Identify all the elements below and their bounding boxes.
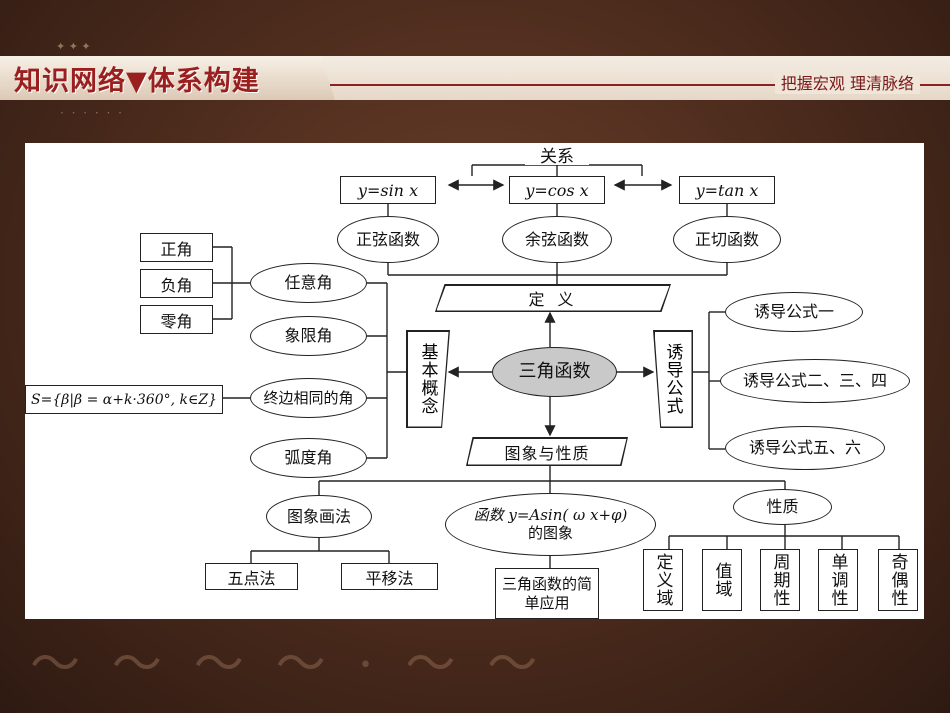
- coterminal-formula-box: S={β|β = α+k·360°, k∈Z}: [25, 385, 223, 414]
- diagram-panel: 关系 y=sin x y=cos x y=tan x 正弦函数 余弦函数 正切函…: [25, 143, 924, 619]
- simple-application-box: 三角函数的简单应用: [495, 568, 599, 619]
- coterminal-angle-ellipse: 终边相同的角: [250, 378, 367, 418]
- property-period-box: 周期性: [760, 549, 800, 611]
- graph-properties-box: 图象与性质: [466, 437, 628, 466]
- induction-formulas-box: 诱导公式: [653, 330, 693, 428]
- properties-ellipse: 性质: [733, 489, 832, 525]
- basic-concepts-box: 基本概念: [406, 330, 450, 428]
- definition-label: 定 义: [528, 290, 578, 309]
- page-title: 知识网络▼体系构建: [0, 56, 335, 100]
- tangent-function-ellipse: 正切函数: [673, 216, 781, 263]
- decoration-calligraphy: 〜 〜 〜 〜 · 〜 〜: [30, 635, 546, 693]
- relation-label: 关系: [525, 143, 589, 167]
- induction-formula-2-4: 诱导公式二、三、四: [720, 359, 910, 403]
- definition-box: 定 义: [435, 284, 671, 312]
- translation-method-box: 平移法: [341, 563, 438, 590]
- five-point-method-box: 五点法: [205, 563, 298, 590]
- function-box-tan: y=tan x: [679, 176, 775, 204]
- basic-concepts-label: 基本概念: [417, 343, 438, 415]
- property-monotonicity-box: 单调性: [818, 549, 858, 611]
- positive-angle-box: 正角: [140, 233, 213, 262]
- quadrant-angle-ellipse: 象限角: [250, 316, 367, 356]
- zero-angle-box: 零角: [140, 305, 213, 334]
- induction-formula-1: 诱导公式一: [725, 292, 863, 332]
- center-trig-functions: 三角函数: [492, 347, 617, 397]
- arbitrary-angle-ellipse: 任意角: [250, 263, 367, 303]
- sine-function-ellipse: 正弦函数: [337, 216, 439, 263]
- graph-properties-label: 图象与性质: [504, 443, 590, 463]
- function-graph-ellipse: 函数 y=Asin( ω x+φ) 的图象: [445, 493, 656, 556]
- radian-angle-ellipse: 弧度角: [250, 438, 367, 478]
- property-domain-box: 定义域: [643, 549, 683, 611]
- header-slogan: 把握宏观 理清脉络: [774, 70, 920, 94]
- function-box-sin: y=sin x: [340, 176, 436, 204]
- cosine-function-ellipse: 余弦函数: [502, 216, 612, 263]
- property-parity-box: 奇偶性: [878, 549, 918, 611]
- decoration-top: ✦ ✦ ✦: [56, 40, 91, 53]
- header-ribbon: 知识网络▼体系构建 把握宏观 理清脉络: [0, 56, 950, 100]
- induction-formula-5-6: 诱导公式五、六: [725, 426, 885, 470]
- function-graph-line1: 函数 y=Asin( ω x+φ): [473, 506, 628, 525]
- property-range-box: 值域: [702, 549, 742, 611]
- negative-angle-box: 负角: [140, 269, 213, 298]
- graph-methods-ellipse: 图象画法: [266, 495, 372, 538]
- ribbon-line: [330, 84, 950, 86]
- function-graph-line2: 的图象: [527, 523, 573, 542]
- connector-lines: [213, 164, 900, 568]
- decoration-subtitle: · · · · · ·: [60, 106, 124, 120]
- induction-formulas-label: 诱导公式: [662, 343, 683, 415]
- function-box-cos: y=cos x: [509, 176, 605, 204]
